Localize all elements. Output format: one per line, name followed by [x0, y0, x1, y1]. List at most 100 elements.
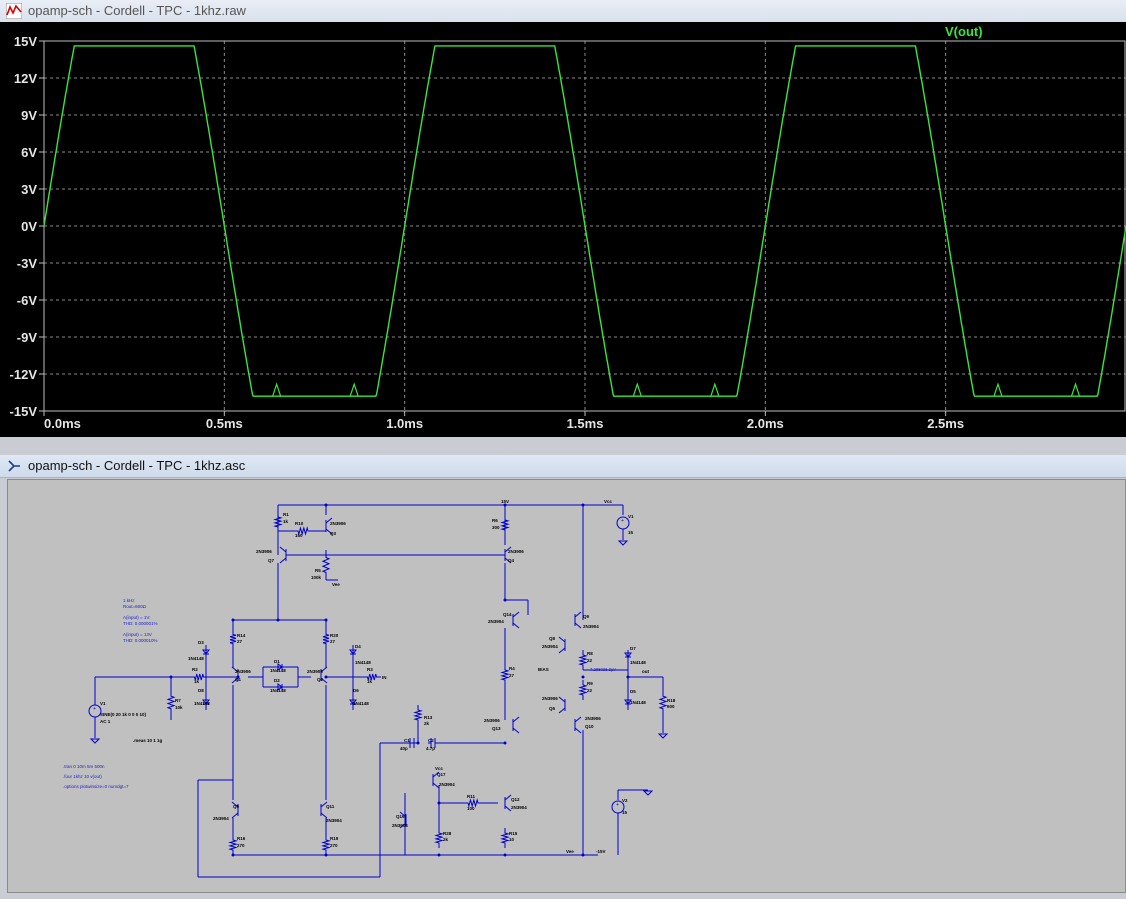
annotation: Rout=600Ω — [123, 604, 147, 609]
vout-trace — [43, 45, 1126, 397]
component-label: 1k — [283, 519, 289, 524]
component-label: 1N4148 — [355, 660, 371, 665]
component-label: R8 — [587, 651, 593, 656]
component-label: Q6 — [549, 706, 556, 711]
schematic-titlebar[interactable]: opamp-sch - Cordell - TPC - 1khz.asc — [0, 455, 1126, 478]
component-label: out — [642, 669, 649, 674]
transistor-emitter — [279, 557, 287, 564]
component-label: 40p — [400, 746, 408, 751]
transistor-collector — [558, 636, 566, 643]
y-tick-label: 3V — [21, 182, 37, 197]
glitch-mark — [349, 382, 359, 397]
schematic-icon — [8, 460, 20, 472]
component-label: 27 — [237, 639, 243, 644]
glitch-mark — [1070, 382, 1081, 397]
component-label: Q13 — [492, 726, 501, 731]
y-tick-label: 9V — [21, 108, 37, 123]
junction-dot — [437, 801, 441, 805]
junction-dot — [437, 853, 441, 857]
component-label: Q4 — [508, 558, 515, 563]
component-label: Q2 — [317, 677, 324, 682]
component-label: Q3 — [330, 531, 337, 536]
component-label: R10 — [295, 521, 304, 526]
component-label: 10k — [175, 705, 183, 710]
component-label: 600 — [667, 704, 675, 709]
resistor — [293, 526, 313, 536]
junction-dot — [231, 853, 235, 857]
component-label: R19 — [330, 836, 339, 841]
component-label: V1 — [628, 514, 634, 519]
component-label: C2 — [428, 738, 434, 743]
component-label: -15V — [596, 849, 606, 854]
resistor — [658, 690, 668, 715]
component-label: R4 — [509, 666, 515, 671]
transistor-collector — [279, 546, 287, 553]
component-label: V1 — [100, 701, 106, 706]
component-label: Q11 — [326, 804, 335, 809]
component-label: R7 — [175, 698, 181, 703]
resistor — [413, 705, 423, 725]
window-divider — [0, 437, 1126, 455]
component-label: 1N4148 — [194, 701, 210, 706]
schematic-window-title: opamp-sch - Cordell - TPC - 1khz.asc — [28, 458, 246, 473]
glitch-mark — [710, 382, 720, 397]
component-label: V2 — [622, 798, 628, 803]
component-label: 2N3904 — [326, 818, 342, 823]
diode — [277, 663, 283, 671]
component-label: 15V — [501, 499, 509, 504]
junction-dot — [581, 853, 585, 857]
component-label: R2 — [192, 667, 198, 672]
transistor-emitter — [504, 805, 512, 812]
x-tick-label: 1.0ms — [386, 416, 423, 431]
junction-dot — [324, 853, 328, 857]
component-label: Q17 — [437, 772, 446, 777]
component-label: R15 — [509, 831, 518, 836]
x-tick-label: 1.5ms — [567, 416, 604, 431]
diode — [202, 649, 210, 655]
junction-dot — [169, 675, 173, 679]
component-label: Vee — [332, 582, 340, 587]
component-label: Vcc — [435, 766, 444, 771]
component-label: R5 — [315, 568, 321, 573]
junction-dot — [503, 853, 507, 857]
component-label: 1N4148 — [270, 668, 286, 673]
junction-dot — [503, 741, 507, 745]
component-label: 2N3904 — [583, 624, 599, 629]
junction-dot — [503, 598, 507, 602]
component-label: D8 — [198, 688, 204, 693]
component-label: 270 — [237, 843, 245, 848]
glitch-mark — [632, 382, 642, 397]
y-tick-label: 6V — [21, 145, 37, 160]
component-label: R20 — [330, 633, 339, 638]
transistor-emitter — [558, 647, 566, 654]
component-label: Q14 — [503, 612, 512, 617]
component-label: 2k — [424, 721, 430, 726]
component-label: SINE(0 20 1k 0 0 0 10) — [100, 712, 147, 717]
resistor — [500, 515, 510, 535]
component-label: 22 — [587, 688, 593, 693]
component-label: 15 — [622, 810, 628, 815]
transistor-emitter — [504, 557, 512, 564]
component-label: Q1 — [235, 677, 242, 682]
annotation: .tran 0 10m 5m 500n — [63, 764, 105, 769]
transistor-emitter — [432, 782, 440, 789]
junction-dot — [276, 618, 280, 622]
resistor — [434, 828, 444, 848]
waveform-titlebar[interactable]: opamp-sch - Cordell - TPC - 1khz.raw — [0, 0, 1126, 23]
component-label: 2N3906 — [256, 549, 272, 554]
component-label: 2N3904 — [542, 644, 558, 649]
component-label: D5 — [630, 689, 636, 694]
component-label: 1N4148 — [188, 656, 204, 661]
annotation: .four 1khz 10 v(out) — [63, 774, 102, 779]
resistor — [321, 550, 331, 580]
component-label: 27 — [330, 639, 336, 644]
waveform-icon — [6, 3, 22, 19]
component-label: R9 — [587, 681, 593, 686]
annotation: A(input) = 13V — [123, 632, 152, 637]
transistor-emitter — [574, 622, 582, 629]
transistor-collector — [512, 716, 520, 723]
component-label: D2 — [274, 678, 280, 683]
plus-sign: + — [616, 802, 619, 808]
